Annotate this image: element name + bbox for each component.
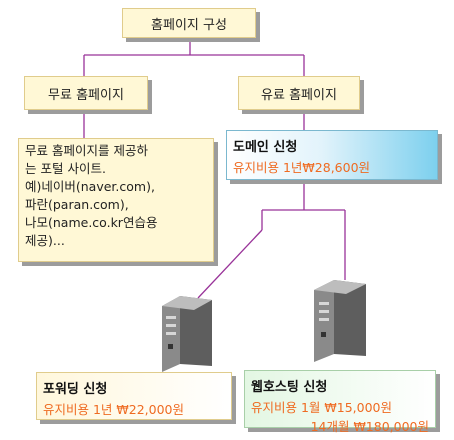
domain-node: 도메인 신청 유지비용 1년₩28,600원 — [226, 130, 438, 180]
free-homepage-node: 무료 홈페이지 — [24, 76, 148, 110]
paid-homepage-node: 유료 홈페이지 — [238, 76, 360, 110]
web-hosting-title: 웹호스팅 신청 — [251, 380, 328, 395]
server-tower-icon — [314, 280, 366, 362]
web-hosting-price-monthly: 유지비용 1월 ₩15,000원 — [251, 400, 392, 415]
paid-homepage-label: 유료 홈페이지 — [261, 87, 337, 103]
forwarding-price: 유지비용 1년 ₩22,000원 — [43, 402, 184, 417]
free-homepage-description: 무료 홈페이지를 제공하 는 포털 사이트. 예)네이버(naver.com),… — [18, 138, 214, 262]
root-label: 홈페이지 구성 — [151, 17, 227, 33]
forwarding-node: 포워딩 신청 유지비용 1년 ₩22,000원 — [36, 372, 232, 420]
left-server-connector — [197, 229, 263, 299]
domain-price: 유지비용 1년₩28,600원 — [233, 160, 371, 175]
forwarding-title: 포워딩 신청 — [43, 382, 108, 397]
web-hosting-node: 웹호스팅 신청 유지비용 1월 ₩15,000원 14개월 ₩180,000원 — [244, 370, 436, 434]
free-homepage-label: 무료 홈페이지 — [48, 87, 124, 103]
server-tower-icon — [162, 296, 212, 372]
root-node: 홈페이지 구성 — [122, 8, 256, 38]
domain-title: 도메인 신청 — [233, 140, 298, 155]
web-hosting-price-yearly: 14개월 ₩180,000원 — [310, 419, 429, 434]
